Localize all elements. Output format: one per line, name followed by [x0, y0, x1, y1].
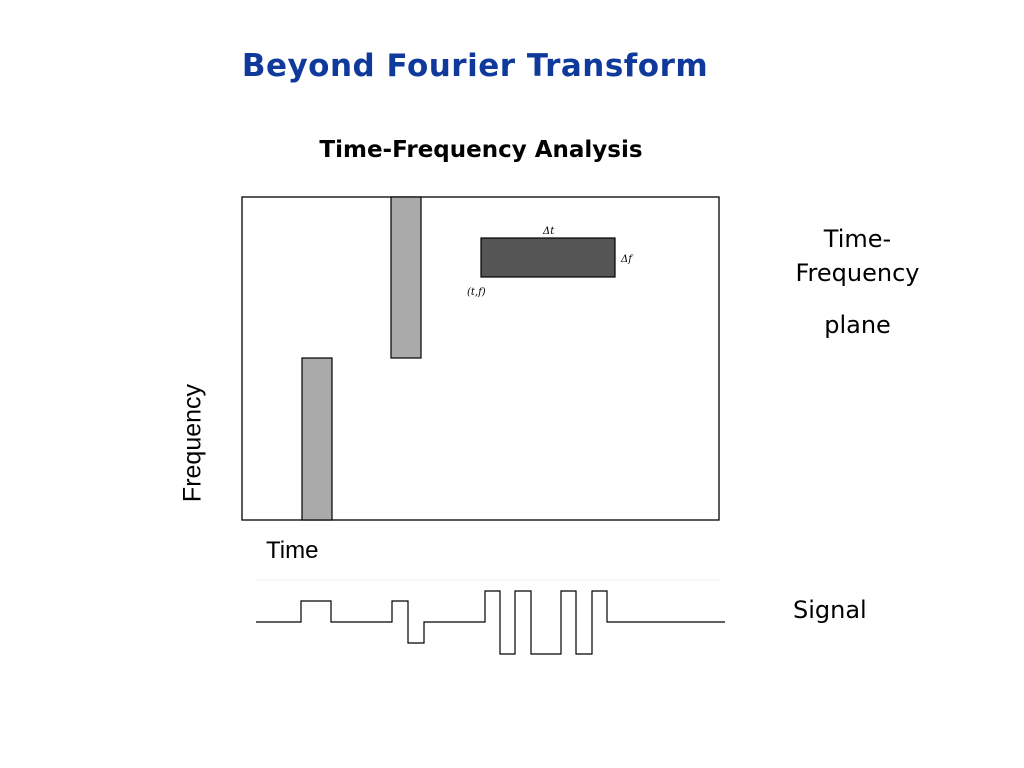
tile-origin-label: (t,f) — [467, 287, 486, 298]
high-frequency-block — [390, 196, 422, 359]
slide-title: Beyond Fourier Transform — [241, 48, 709, 84]
plane-label-line3: plane — [824, 311, 891, 339]
plane-label-line1: Time- — [823, 225, 892, 253]
time-frequency-tile — [480, 237, 616, 278]
low-frequency-block — [301, 357, 333, 521]
signal-label: Signal — [793, 596, 867, 624]
plane-label-line2: Frequency — [795, 259, 920, 287]
delta-t-label: Δt — [542, 226, 555, 237]
time-frequency-plane-label: Time- Frequency plane — [770, 222, 945, 342]
slide-subtitle: Time-Frequency Analysis — [319, 137, 643, 163]
frequency-axis-label: Frequency — [178, 383, 207, 503]
time-axis-label: Time — [266, 537, 319, 564]
signal-waveform — [256, 590, 725, 655]
delta-f-label: Δf — [620, 254, 634, 265]
